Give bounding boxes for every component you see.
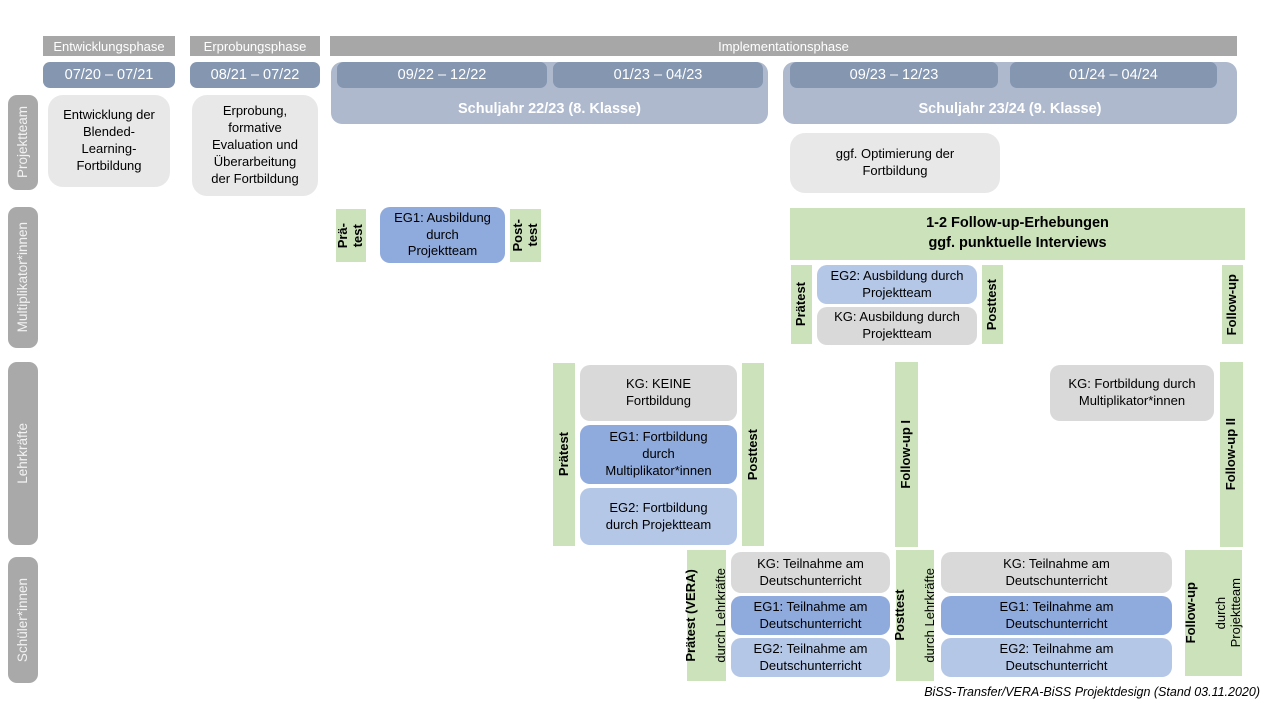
date-bar-0821-0722: 08/21 – 07/22	[190, 62, 320, 88]
strip-followup-multiplikatoren-label: Follow-up	[1224, 273, 1240, 336]
box-eg2-teilnahme-1: EG2: Teilnahme am Deutschunterricht	[731, 638, 890, 677]
box-kg-teilnahme-1: KG: Teilnahme am Deutschunterricht	[731, 552, 890, 593]
strip-followup2-lehrkraefte-label: Follow-up II	[1223, 418, 1239, 491]
strip-praetest-lehrkraefte-label: Prätest	[555, 432, 571, 477]
strip-posttest-multiplikatoren-1: Post- test	[510, 209, 541, 262]
date-bar-0923-1223: 09/23 – 12/23	[790, 62, 998, 88]
phase-header-erprobungsphase: Erprobungsphase	[190, 36, 320, 56]
sidebar-row-projektteam-label: Projektteam	[15, 106, 31, 179]
box-kg-keine-fortbildung: KG: KEINE Fortbildung	[580, 365, 737, 421]
sidebar-row-lehrkraefte: Lehrkräfte	[8, 362, 38, 545]
sidebar-row-multiplikatoren-label: Multiplikator*innen	[15, 222, 31, 333]
strip-praetest-multiplikatoren-1-label: Prä- test	[335, 222, 365, 249]
strip-praetest-multiplikatoren-2: Prätest	[791, 265, 812, 344]
strip-posttest-schueler-bold: Posttest	[891, 589, 907, 642]
schoolyear-label-2223: Schuljahr 22/23 (8. Klasse)	[458, 101, 641, 117]
strip-praetest-vera-schueler: Prätest (VERA) durch Lehrkräfte	[683, 550, 728, 681]
strip-followup-schueler: Follow-up durch Projektteam	[1183, 550, 1242, 676]
box-optimierung-fortbildung: ggf. Optimierung der Fortbildung	[790, 133, 1000, 193]
sidebar-row-schueler: Schüler*innen	[8, 557, 38, 683]
box-entwicklung-fortbildung: Entwicklung der Blended- Learning- Fortb…	[48, 95, 170, 187]
box-kg-ausbildung-projektteam: KG: Ausbildung durch Projektteam	[817, 307, 977, 345]
strip-followup2-lehrkraefte: Follow-up II	[1220, 362, 1243, 547]
strip-praetest-lehrkraefte: Prätest	[553, 363, 575, 546]
date-bar-0922-1222: 09/22 – 12/22	[337, 62, 547, 88]
phase-header-entwicklungsphase: Entwicklungsphase	[43, 36, 175, 56]
strip-followup-schueler-bold: Follow-up	[1182, 582, 1198, 644]
box-eg1-teilnahme-2: EG1: Teilnahme am Deutschunterricht	[941, 596, 1172, 635]
box-eg1-teilnahme-1: EG1: Teilnahme am Deutschunterricht	[731, 596, 890, 635]
strip-praetest-multiplikatoren-1: Prä- test	[335, 209, 366, 262]
strip-followup-schueler-label: Follow-up durch Projektteam	[1169, 578, 1259, 647]
box-eg2-ausbildung-projektteam: EG2: Ausbildung durch Projektteam	[817, 265, 977, 304]
date-bar-0124-0424: 01/24 – 04/24	[1010, 62, 1217, 88]
strip-praetest-vera-regular: durch Lehrkräfte	[712, 568, 728, 663]
box-followup-erhebungen: 1-2 Follow-up-Erhebungen ggf. punktuelle…	[790, 208, 1245, 260]
strip-praetest-multiplikatoren-2-label: Prätest	[793, 282, 809, 327]
strip-posttest-lehrkraefte-label: Posttest	[744, 428, 760, 481]
sidebar-row-schueler-label: Schüler*innen	[15, 577, 31, 663]
strip-posttest-schueler: Posttest durch Lehrkräfte	[891, 550, 937, 681]
strip-followup-schueler-regular: durch Projektteam	[1212, 578, 1243, 648]
box-eg1-fortbildung-multiplikatoren: EG1: Fortbildung durch Multiplikator*inn…	[580, 425, 737, 484]
box-eg2-fortbildung-projektteam: EG2: Fortbildung durch Projektteam	[580, 488, 737, 545]
sidebar-row-projektteam: Projektteam	[8, 95, 38, 190]
sidebar-row-lehrkraefte-label: Lehrkräfte	[15, 423, 31, 484]
box-erprobung-evaluation: Erprobung, formative Evaluation und Über…	[192, 95, 318, 196]
strip-posttest-schueler-regular: durch Lehrkräfte	[921, 568, 937, 663]
strip-followup1-lehrkraefte: Follow-up I	[895, 362, 918, 547]
sidebar-row-multiplikatoren: Multiplikator*innen	[8, 207, 38, 348]
phase-header-implementationsphase: Implementationsphase	[330, 36, 1237, 56]
strip-praetest-vera-bold: Prätest (VERA)	[683, 569, 699, 662]
box-eg1-ausbildung-projektteam: EG1: Ausbildung durch Projektteam	[380, 207, 505, 263]
schoolyear-label-2324: Schuljahr 23/24 (9. Klasse)	[918, 101, 1102, 117]
box-eg2-teilnahme-2: EG2: Teilnahme am Deutschunterricht	[941, 638, 1172, 677]
date-bar-0720-0721: 07/20 – 07/21	[43, 62, 175, 88]
box-kg-teilnahme-2: KG: Teilnahme am Deutschunterricht	[941, 552, 1172, 593]
strip-posttest-multiplikatoren-2: Posttest	[982, 265, 1003, 344]
strip-posttest-multiplikatoren-2-label: Posttest	[984, 278, 1000, 331]
box-kg-fortbildung-multiplikatoren: KG: Fortbildung durch Multiplikator*inne…	[1050, 365, 1214, 421]
strip-posttest-lehrkraefte: Posttest	[742, 363, 764, 546]
date-bar-0123-0423: 01/23 – 04/23	[553, 62, 763, 88]
caption-projektdesign: BiSS-Transfer/VERA-BiSS Projektdesign (S…	[924, 685, 1260, 699]
strip-followup1-lehrkraefte-label: Follow-up I	[898, 420, 914, 489]
strip-posttest-multiplikatoren-1-label: Post- test	[509, 219, 540, 252]
strip-followup-multiplikatoren: Follow-up	[1222, 265, 1243, 344]
